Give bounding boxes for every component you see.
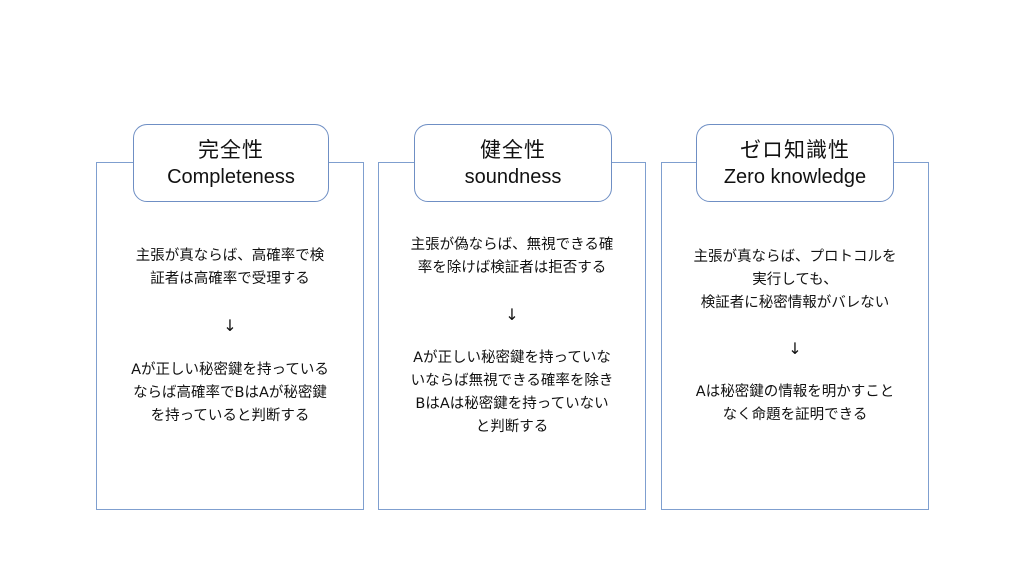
zero-knowledge-subtitle: Zero knowledge	[723, 166, 867, 188]
zero-knowledge-panel	[661, 162, 929, 510]
soundness-claim: 主張が偽ならば、無視できる確 率を除けば検証者は拒否する	[410, 237, 614, 276]
soundness-title: 健全性	[480, 138, 546, 162]
soundness-subtitle: soundness	[464, 166, 562, 188]
zero-knowledge-title: ゼロ知識性	[740, 138, 850, 162]
soundness-panel	[378, 162, 646, 510]
soundness-example: Aが正しい秘密鍵を持っていな いならば無視できる確率を除き BはAは秘密鍵を持っ…	[410, 350, 614, 435]
zero-knowledge-example: Aは秘密鍵の情報を明かすこと なく命題を証明できる	[695, 384, 895, 423]
completeness-title: 完全性	[198, 138, 264, 162]
zero-knowledge-claim: 主張が真ならば、プロトコルを 実行しても、 検証者に秘密情報がバレない	[693, 249, 897, 311]
zero-knowledge-header: ゼロ知識性 Zero knowledge	[696, 124, 894, 202]
completeness-subtitle: Completeness	[167, 166, 295, 188]
zero-knowledge-arrow: ↓	[788, 339, 802, 358]
completeness-example: Aが正しい秘密鍵を持っている ならば高確率でBはAが秘密鍵 を持っていると判断す…	[131, 362, 329, 424]
completeness-header: 完全性 Completeness	[133, 124, 329, 202]
completeness-claim: 主張が真ならば、高確率で検 証者は高確率で受理する	[135, 248, 325, 287]
completeness-panel	[96, 162, 364, 510]
soundness-header: 健全性 soundness	[414, 124, 612, 202]
completeness-arrow: ↓	[223, 316, 237, 335]
soundness-arrow: ↓	[505, 305, 519, 324]
